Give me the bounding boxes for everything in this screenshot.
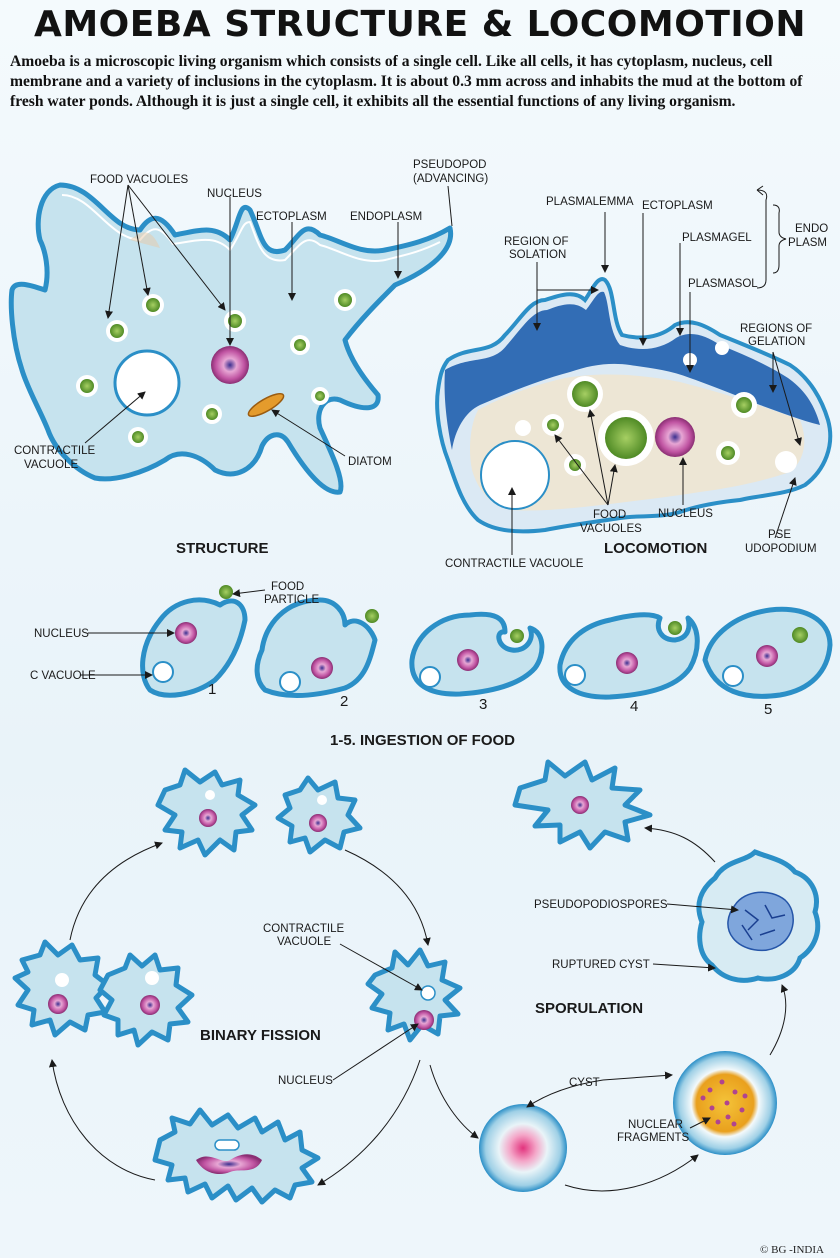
label-ruptured-cyst: RUPTURED CYST: [552, 959, 650, 971]
label-contractile: CONTRACTILE: [14, 445, 95, 457]
label-contractile-vacuole: VACUOLE: [24, 459, 78, 471]
cyst: [479, 1104, 567, 1192]
label-endoplasm: ENDOPLASM: [350, 211, 422, 223]
structure-amoeba: [8, 182, 454, 495]
food-vacuole: [76, 289, 356, 447]
page-title: AMOEBA STRUCTURE & LOCOMOTION: [33, 4, 807, 45]
label-nucleus: NUCLEUS: [34, 628, 89, 640]
heading-ingestion: 1-5. INGESTION OF FOOD: [330, 732, 515, 749]
label-food: FOOD: [271, 581, 304, 593]
pseudopodiospores: [727, 891, 794, 952]
label-plasmagel: PLASMAGEL: [682, 232, 752, 244]
label-ectoplasm: ECTOPLASM: [256, 211, 327, 223]
label-pse: PSE: [768, 529, 791, 541]
diatom: [247, 392, 285, 418]
sporulation-arrows: [526, 824, 789, 1192]
label-vacuole: VACUOLE: [277, 936, 331, 948]
heading-binary-fission: BINARY FISSION: [200, 1027, 321, 1044]
label-particle: PARTICLE: [264, 594, 320, 606]
label-cyst: CYST: [569, 1077, 600, 1089]
label-contractile: CONTRACTILE: [263, 923, 344, 935]
locomotion-amoeba: [435, 277, 833, 534]
contractile-vacuole: [113, 349, 181, 417]
label-pseudopod-advancing: (ADVANCING): [413, 173, 488, 185]
fission-arrows: [48, 841, 479, 1186]
label-vacuoles: VACUOLES: [580, 523, 642, 535]
label-endo: ENDO: [795, 223, 828, 235]
label-pseudopodiospores: PSEUDOPODIOSPORES: [534, 899, 668, 911]
step-number: 4: [630, 698, 638, 715]
heading-structure: STRUCTURE: [176, 540, 269, 557]
endoplasm-bracket: [772, 204, 787, 274]
ingestion-cell-3: [409, 611, 545, 697]
label-ectoplasm: ECTOPLASM: [642, 200, 713, 212]
nucleus: [211, 346, 249, 384]
label-regions-of: REGIONS OF: [740, 323, 812, 335]
structure-leaders: [84, 184, 453, 457]
sporulation: [479, 759, 821, 1192]
copyright: © BG -INDIA: [760, 1244, 824, 1256]
food-vacuole: [515, 341, 797, 476]
ingestion-sequence: [140, 585, 833, 700]
intro-paragraph: Amoeba is a microscopic living organism …: [10, 53, 803, 110]
heading-locomotion: LOCOMOTION: [604, 540, 707, 557]
label-solation: SOLATION: [509, 249, 566, 261]
step-number: 5: [764, 701, 772, 718]
step-number: 2: [340, 693, 348, 710]
label-food-vacuoles: FOOD VACUOLES: [90, 174, 189, 186]
label-plasm: PLASM: [788, 237, 827, 249]
label-gelation: GELATION: [748, 336, 805, 348]
label-contractile-vacuole: CONTRACTILE VACUOLE: [445, 558, 584, 570]
label-region-of: REGION OF: [504, 236, 569, 248]
ingestion-cell-4: [557, 612, 700, 700]
binary-fission: [12, 767, 463, 1205]
heading-sporulation: SPORULATION: [535, 1000, 643, 1017]
ingestion-cell-1: [140, 585, 248, 698]
label-nuclear: NUCLEAR: [628, 1119, 683, 1131]
label-nucleus: NUCLEUS: [207, 188, 262, 200]
label-plasmasol: PLASMASOL: [688, 278, 758, 290]
label-diatom: DIATOM: [348, 456, 392, 468]
label-nucleus: NUCLEUS: [278, 1075, 333, 1087]
label-food: FOOD: [593, 509, 626, 521]
label-plasmalemma: PLASMALEMMA: [546, 196, 634, 208]
locomotion-leaders: [508, 185, 802, 555]
step-number: 3: [479, 696, 487, 713]
label-nucleus: NUCLEUS: [658, 508, 713, 520]
label-fragments: FRAGMENTS: [617, 1132, 690, 1144]
contractile-vacuole: [480, 440, 550, 510]
ingestion-leaders: [80, 589, 266, 679]
nucleus: [655, 417, 695, 457]
label-udopodium: UDOPODIUM: [745, 543, 817, 555]
ingestion-cell-2: [254, 597, 379, 699]
step-number: 1: [208, 681, 216, 698]
label-pseudopod: PSEUDOPOD: [413, 159, 487, 171]
label-c-vacuole: C VACUOLE: [30, 670, 96, 682]
ingestion-cell-5: [702, 606, 833, 699]
